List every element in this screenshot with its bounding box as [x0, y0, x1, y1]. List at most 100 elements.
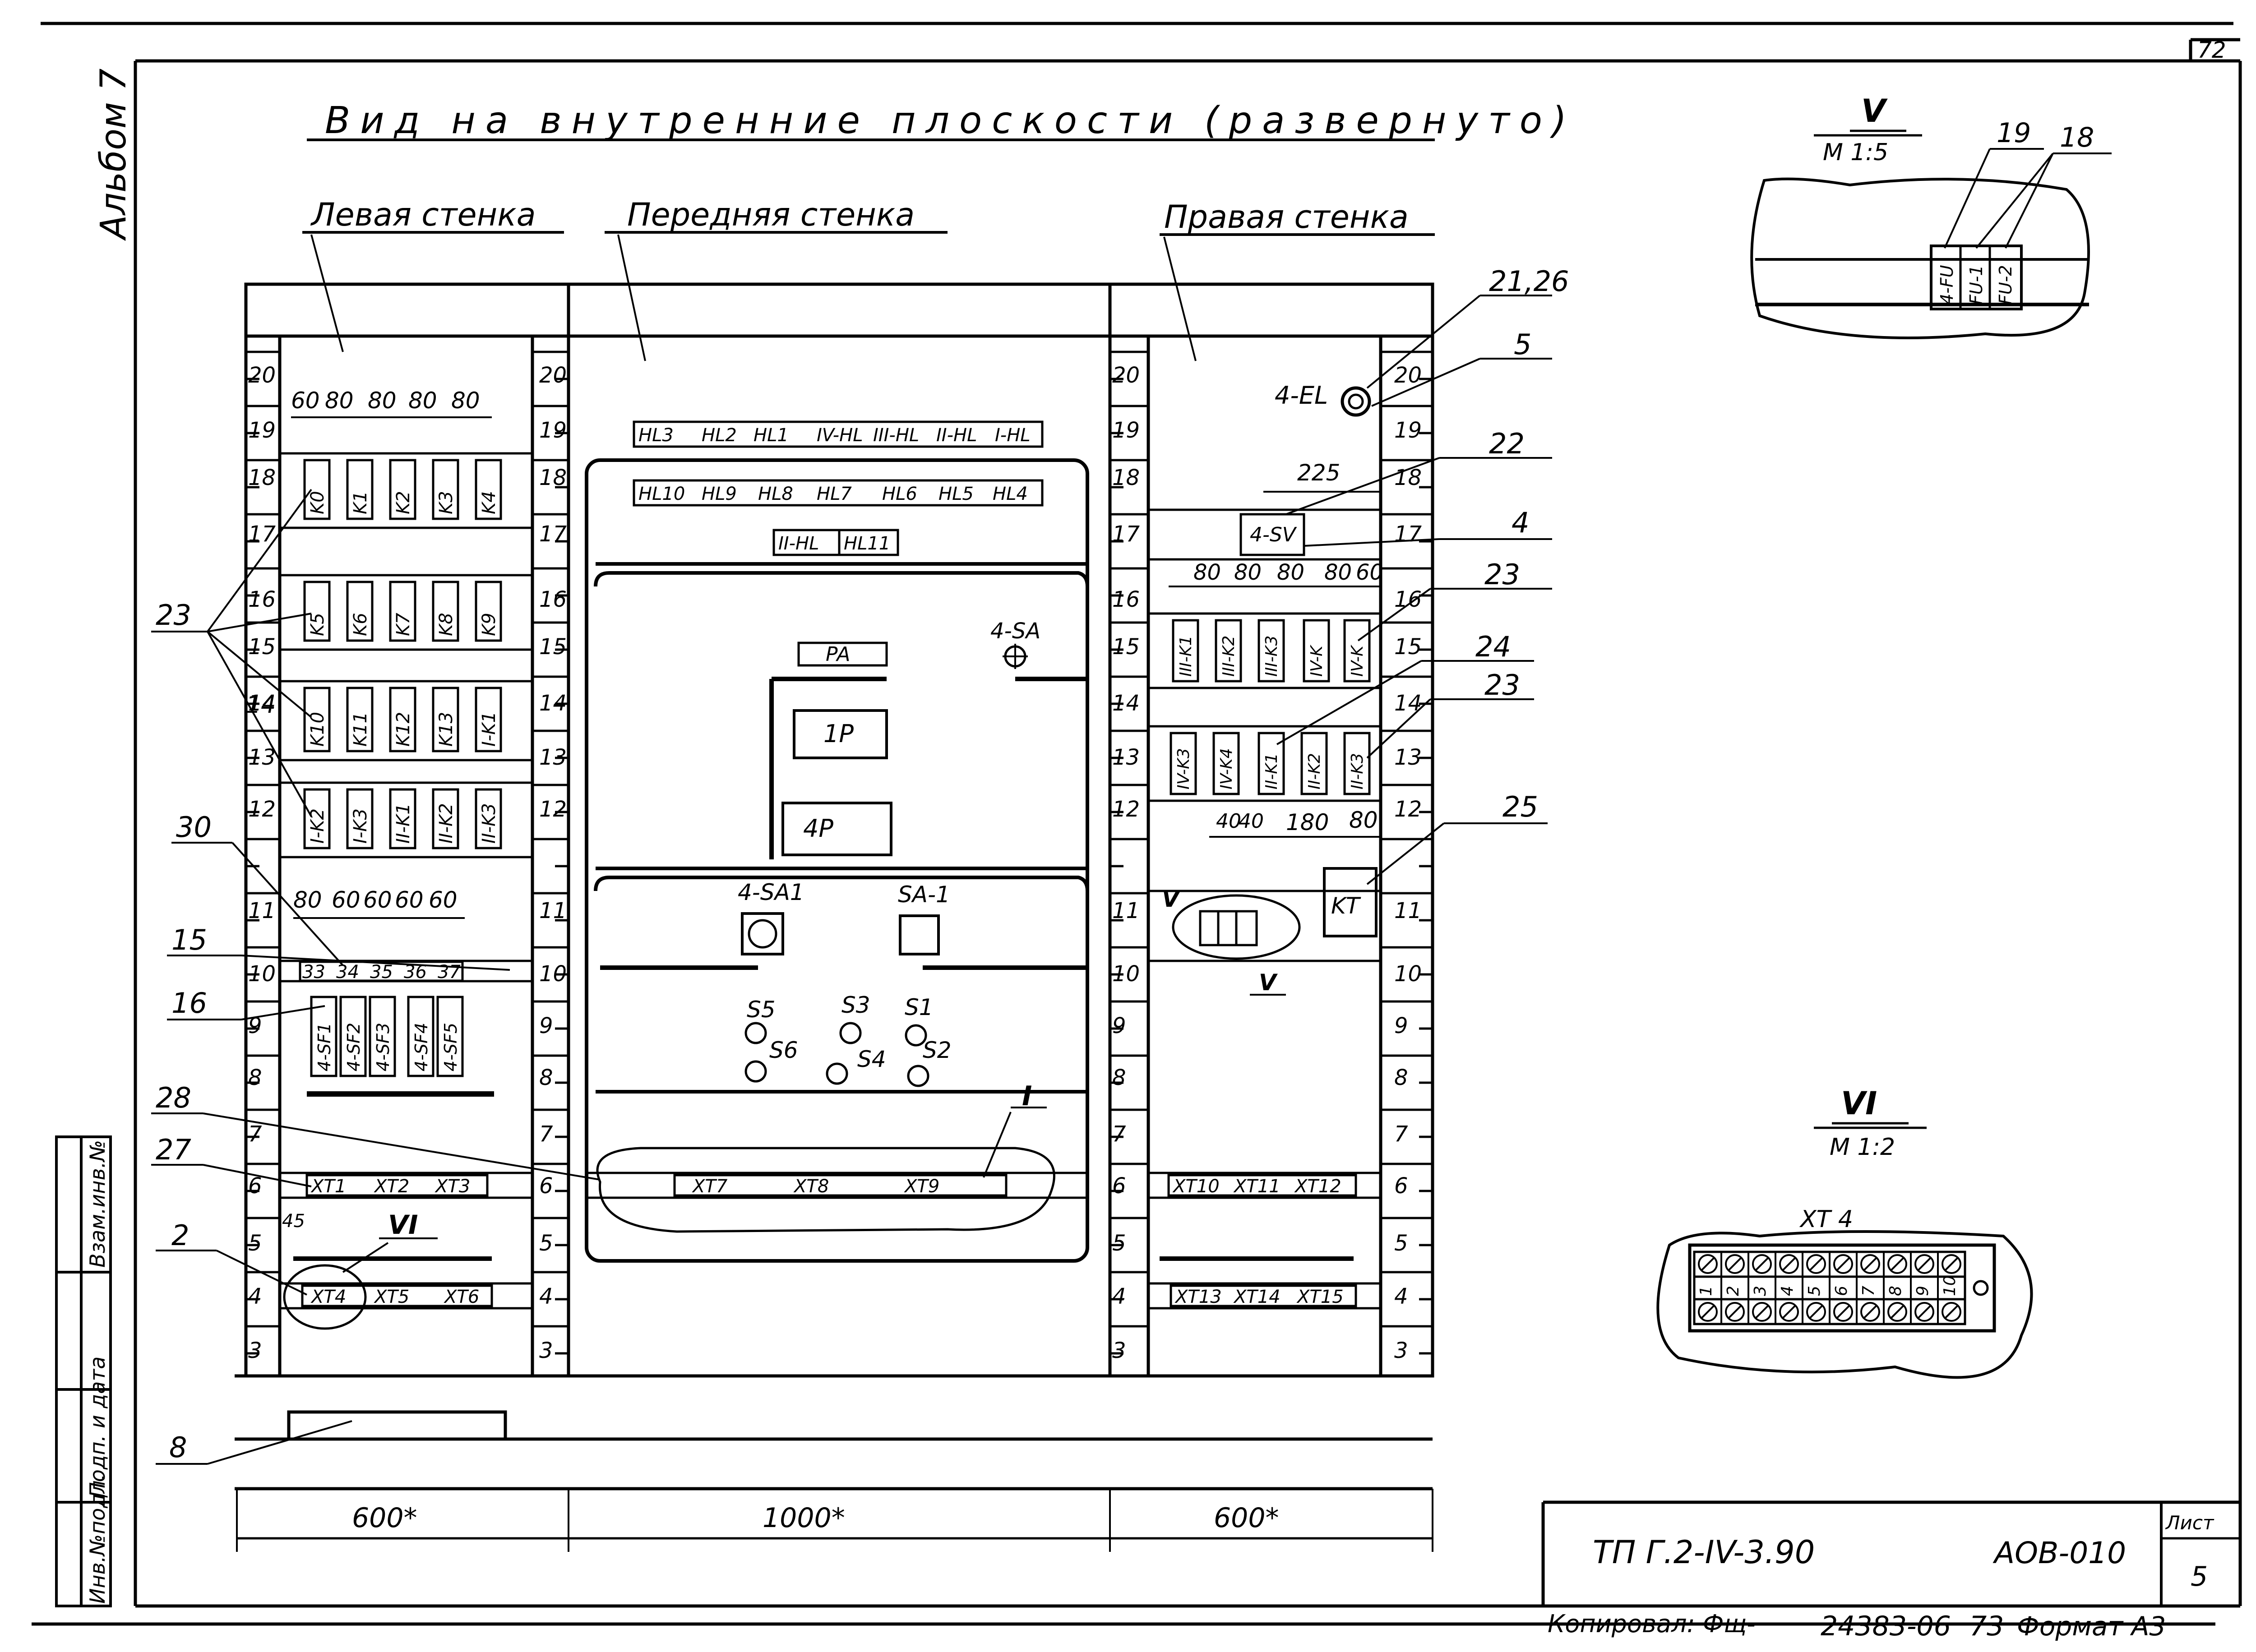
relay-label: III-K1	[1177, 636, 1195, 677]
scale-label: 14	[1112, 691, 1140, 716]
sheet-no: 5	[2191, 1561, 2208, 1592]
terminal-screw-icon	[1887, 1302, 1907, 1322]
scale-label: 8	[539, 1065, 553, 1090]
dim-label: 45	[282, 1211, 305, 1232]
left-dim-row1: 60 80 80 80 80	[291, 388, 492, 418]
scale-label: 5	[248, 1231, 262, 1256]
terminal-screw-slot	[1863, 1257, 1877, 1271]
terminal-number: 3	[1751, 1286, 1770, 1296]
relay-label: II-K1	[393, 803, 414, 844]
scale-label: 20	[1112, 363, 1140, 388]
detail-vi-scale: M 1:2	[1830, 1134, 1895, 1161]
relay-label: K8	[436, 613, 457, 636]
xt-label: XT12	[1294, 1176, 1341, 1197]
fuse-label: FU-2	[1996, 265, 2016, 305]
dim-label: 40	[1239, 810, 1264, 833]
lamp-4el-icon	[1341, 386, 1371, 417]
callouts: 21,26 5 22 4 23 24 23 25 23 14 30 15	[151, 265, 1569, 1465]
callout: 25	[1502, 790, 1538, 823]
xt-label: XT1	[310, 1176, 346, 1197]
lamp-label: I-HL	[995, 425, 1031, 446]
left-dim-row2: 80 60 60 60 60	[293, 887, 465, 919]
view-mark-i: I	[1022, 1080, 1032, 1112]
scale-label: 6	[248, 1173, 262, 1199]
switch-icon	[744, 1060, 767, 1083]
switch-label: S4	[857, 1046, 886, 1072]
terminal-screw-slot	[1809, 1257, 1823, 1271]
lamps-row2: HL10 HL9 HL8 HL7 HL6 HL5 HL4	[633, 479, 1044, 507]
terminal-screw-icon	[1698, 1302, 1718, 1322]
xt-label: XT9	[904, 1176, 939, 1197]
dim-front-width: 1000*	[763, 1502, 845, 1534]
switch-label: S6	[769, 1037, 798, 1063]
view-mark-vi: VI	[388, 1209, 418, 1240]
scale-label: 7	[1112, 1121, 1126, 1147]
callout: 2	[171, 1219, 189, 1252]
breaker-label: 4-SF2	[344, 1023, 364, 1071]
xt-label: XT8	[793, 1176, 829, 1197]
sv-label: 4-SV	[1250, 523, 1297, 546]
scale-label: 3	[539, 1338, 553, 1363]
scale-label: 5	[1112, 1231, 1126, 1256]
callout: 19	[1997, 117, 2031, 149]
wall-title-front: Передняя стенка	[627, 196, 915, 233]
left-relays-row3: K10 K11 K12 K13 I-K1	[303, 687, 502, 752]
xt-label: XT14	[1233, 1287, 1281, 1307]
terminal-screw-slot	[1728, 1257, 1742, 1271]
scale-label: 19	[539, 418, 567, 443]
xt-label: XT11	[1233, 1176, 1281, 1197]
terminal-screw-slot	[1782, 1257, 1796, 1271]
lamp-label: HL4	[993, 484, 1028, 504]
callout: 5	[1514, 328, 1531, 361]
detail-v-mark: V	[1861, 92, 1888, 129]
callout: 28	[156, 1081, 191, 1114]
dim-label: 80	[1349, 807, 1378, 833]
left-breakers: 4-SF1 4-SF2 4-SF3 4-SF4 4-SF5	[307, 996, 494, 1097]
format-label: Формат А3	[2017, 1611, 2166, 1642]
relay-label: IV-K3	[1174, 748, 1193, 789]
relay-4p-label: 4P	[803, 814, 833, 843]
relay-label: K4	[479, 491, 499, 514]
dim-left-width: 600*	[352, 1502, 417, 1534]
fuse-label: 4-FU	[1937, 265, 1957, 305]
terminal-number: 7	[1859, 1286, 1878, 1296]
scale-label: 6	[1394, 1173, 1408, 1199]
scale-label: 20	[539, 363, 567, 388]
xt-label: XT10	[1172, 1176, 1220, 1197]
callout: 23	[1484, 558, 1520, 591]
scale-left-inner	[532, 351, 569, 1355]
scale-label: 16	[248, 587, 276, 612]
left-relays-row1: K0 K1 K2 K3 K4	[303, 459, 502, 520]
dim-label: 60	[363, 887, 392, 913]
dim-label: 80	[368, 388, 397, 414]
breaker-label: 4-SF1	[314, 1023, 334, 1071]
relay-label: IV-K	[1348, 645, 1367, 677]
scale-label: 10	[248, 961, 276, 987]
scale-label: 15	[248, 634, 276, 660]
callout: 18	[2060, 122, 2094, 153]
relay-label: III-K3	[1262, 636, 1281, 677]
wall-title-left: Левая стенка	[310, 196, 536, 233]
lamp-label: II-HL	[778, 533, 819, 554]
scale-label: 11	[539, 898, 567, 923]
relay-label: II-K2	[436, 803, 457, 844]
switch-label: S3	[841, 992, 870, 1018]
terminal-screw-slot	[1836, 1305, 1850, 1319]
terminal-screw-slot	[1728, 1305, 1742, 1319]
view-mark-v: V	[1259, 969, 1278, 996]
scale-label: 17	[248, 521, 276, 547]
terminal-label: 35	[370, 962, 393, 983]
terminal-screw-icon	[1779, 1302, 1799, 1322]
terminal-screw-slot	[1836, 1257, 1850, 1271]
scale-label: 5	[1394, 1231, 1408, 1256]
relay-label: K9	[479, 613, 499, 636]
terminal-screw-icon	[1806, 1302, 1826, 1322]
scale-label: 7	[539, 1121, 553, 1147]
terminal-screw-icon	[1806, 1254, 1826, 1274]
callout: 23	[1484, 669, 1520, 701]
relay-label: II-K3	[479, 803, 499, 844]
relay-label: IV-K	[1308, 645, 1326, 677]
right-dim-row1: 80 80 80 80 60	[1169, 560, 1383, 587]
scale-label: 11	[1394, 898, 1422, 923]
